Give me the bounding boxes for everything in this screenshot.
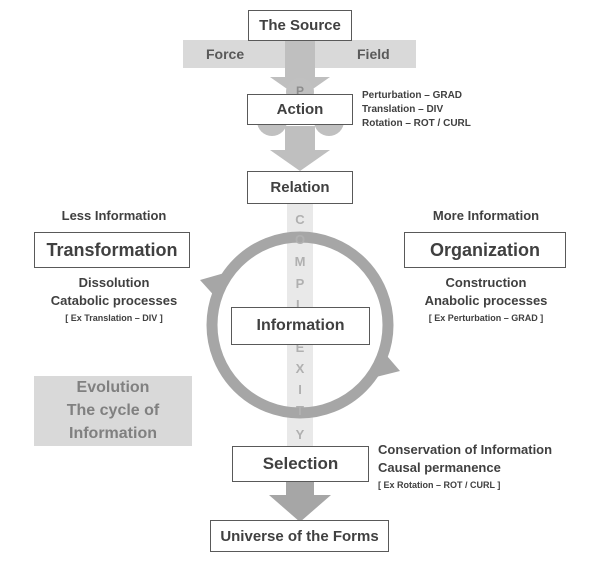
information-box: Information (231, 307, 370, 345)
action-note-perturbation: Perturbation – GRAD (362, 90, 463, 101)
organization-box: Organization (404, 232, 566, 268)
arrow-to-universe (269, 478, 331, 522)
complexity-letter-p: P (295, 276, 305, 291)
arrow-action-to-relation (270, 126, 330, 171)
causal-permanence-label: Causal permanence (378, 460, 501, 475)
transformation-box: Transformation (34, 232, 190, 268)
universe-box: Universe of the Forms (210, 520, 389, 552)
prt-letter-p: P (295, 84, 304, 98)
more-information-label: More Information (432, 208, 540, 223)
left-example: [ Ex Translation – DIV ] (65, 313, 163, 323)
less-information-label: Less Information (61, 208, 167, 223)
selection-box: Selection (232, 446, 369, 482)
construction-label: Construction (445, 275, 527, 290)
selection-example: [ Ex Rotation – ROT / CURL ] (378, 480, 501, 490)
force-label: Force (206, 46, 245, 62)
evolution-box: Evolution The cycle of Information (34, 376, 192, 446)
complexity-letter-l: L (296, 297, 304, 312)
evolution-line-3: Information (69, 425, 157, 442)
cycle-ring (206, 231, 394, 419)
evolution-line-1: Evolution (76, 379, 150, 396)
cycle-arrowhead-right (372, 349, 400, 378)
right-example: [ Ex Perturbation – GRAD ] (428, 313, 544, 323)
complexity-letter-i: I (298, 382, 302, 397)
complexity-letter-e: E (295, 340, 305, 355)
evolution-line-2: The cycle of (66, 402, 160, 419)
anabolic-label: Anabolic processes (424, 293, 548, 308)
action-note-rotation: Rotation – ROT / CURL (362, 118, 471, 129)
action-box: Action (247, 94, 353, 125)
complexity-letter-t: T (296, 403, 304, 418)
source-box: The Source (248, 10, 352, 41)
conservation-label: Conservation of Information (378, 442, 553, 457)
complexity-letter-c: C (295, 212, 305, 227)
field-label: Field (357, 46, 390, 62)
relation-box: Relation (247, 171, 353, 204)
cycle-arrowhead-left (200, 272, 228, 301)
arrow-source-to-action (270, 40, 330, 98)
complexity-letter-o: O (294, 232, 306, 247)
complexity-letter-x: X (295, 361, 305, 376)
complexity-letter-y: Y (295, 427, 305, 442)
dissolution-label: Dissolution (78, 275, 150, 290)
complexity-letter-m: M (294, 254, 306, 269)
catabolic-label: Catabolic processes (50, 293, 178, 308)
action-note-translation: Translation – DIV (362, 104, 444, 115)
